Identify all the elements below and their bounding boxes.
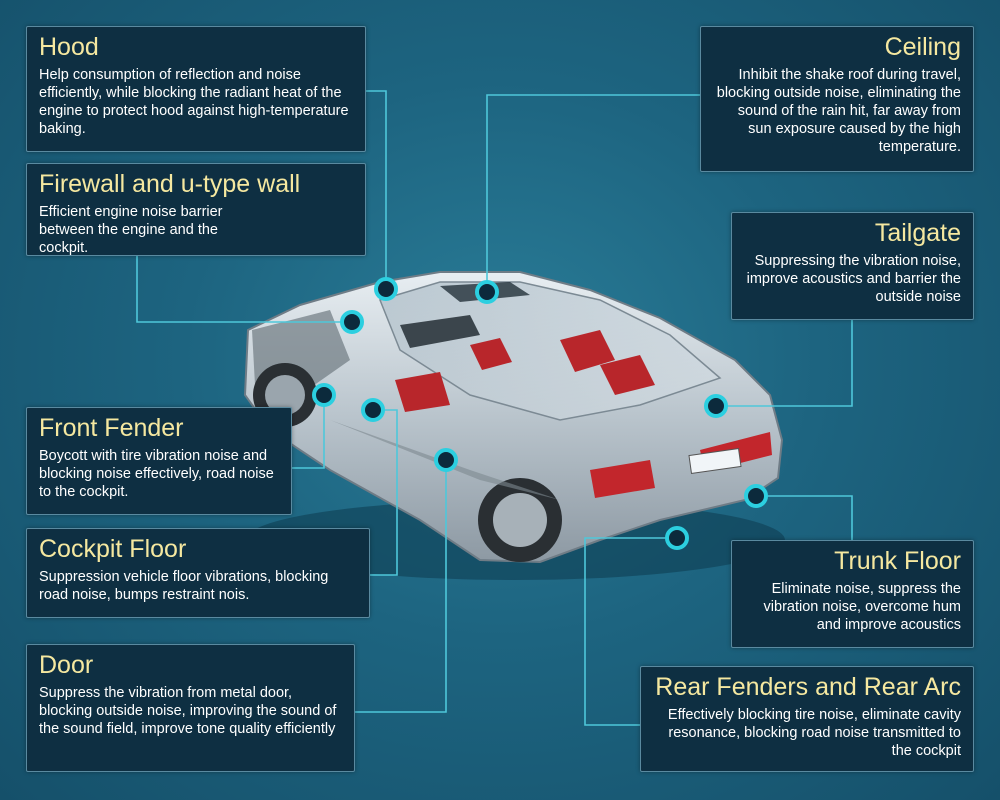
panel-firewall: Firewall and u-type wall Efficient engin… bbox=[26, 163, 366, 256]
marker-cockpit-floor bbox=[361, 398, 385, 422]
markers bbox=[312, 277, 768, 550]
front-fender-desc: Boycott with tire vibration noise and bl… bbox=[39, 448, 274, 500]
panel-front-fender: Front Fender Boycott with tire vibration… bbox=[26, 407, 292, 515]
panel-ceiling: Ceiling Inhibit the shake roof during tr… bbox=[700, 26, 974, 172]
car-illustration bbox=[243, 271, 785, 580]
cockpit-floor-desc: Suppression vehicle floor vibrations, bl… bbox=[39, 569, 329, 603]
panel-trunk-floor: Trunk Floor Eliminate noise, suppress th… bbox=[731, 540, 974, 648]
hood-desc: Help consumption of reflection and noise… bbox=[39, 67, 349, 137]
rear-fenders-desc: Effectively blocking tire noise, elimina… bbox=[667, 707, 961, 759]
trunk-floor-title: Trunk Floor bbox=[834, 547, 961, 575]
panel-door: Door Suppress the vibration from metal d… bbox=[26, 644, 355, 772]
marker-rear-fenders bbox=[665, 526, 689, 550]
front-fender-title: Front Fender bbox=[39, 414, 184, 442]
marker-door bbox=[434, 448, 458, 472]
marker-tailgate bbox=[704, 394, 728, 418]
tailgate-desc: Suppressing the vibration noise, improve… bbox=[746, 253, 961, 305]
marker-hood bbox=[374, 277, 398, 301]
door-title: Door bbox=[39, 651, 94, 679]
rear-fenders-title: Rear Fenders and Rear Arc bbox=[655, 673, 961, 701]
firewall-desc: Efficient engine noise barrier between t… bbox=[39, 204, 223, 256]
trunk-floor-desc: Eliminate noise, suppress the vibration … bbox=[763, 581, 961, 633]
ceiling-desc: Inhibit the shake roof during travel, bl… bbox=[716, 67, 961, 155]
ceiling-title: Ceiling bbox=[884, 33, 961, 61]
door-desc: Suppress the vibration from metal door, … bbox=[39, 685, 337, 737]
panel-hood: Hood Help consumption of reflection and … bbox=[26, 26, 366, 152]
firewall-title: Firewall and u-type wall bbox=[39, 170, 301, 198]
marker-trunk-floor bbox=[744, 484, 768, 508]
panel-cockpit-floor: Cockpit Floor Suppression vehicle floor … bbox=[26, 528, 370, 618]
marker-ceiling bbox=[475, 280, 499, 304]
panel-tailgate: Tailgate Suppressing the vibration noise… bbox=[731, 212, 974, 320]
hood-title: Hood bbox=[39, 33, 99, 61]
panel-rear-fenders: Rear Fenders and Rear Arc Effectively bl… bbox=[640, 666, 974, 772]
marker-firewall bbox=[340, 310, 364, 334]
cockpit-floor-title: Cockpit Floor bbox=[39, 535, 187, 563]
marker-front-fender bbox=[312, 383, 336, 407]
tailgate-title: Tailgate bbox=[874, 219, 961, 247]
